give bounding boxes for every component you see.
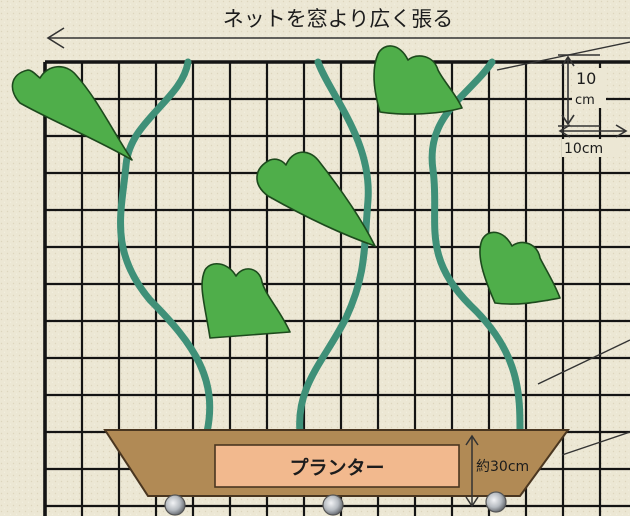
planter-label-box — [214, 444, 460, 488]
vine-center — [296, 58, 372, 436]
planter-height-dimension — [465, 434, 479, 508]
planter-label: プランター — [289, 456, 384, 479]
cell-height-unit: cm — [575, 93, 595, 108]
net-width-arrow — [46, 27, 630, 49]
cell-width-label: 10cm — [564, 141, 603, 157]
bolt-icon — [164, 494, 186, 516]
bolt-icon — [485, 491, 507, 513]
cell-height-dimension — [558, 54, 600, 127]
leaves — [11, 45, 561, 339]
leaf-icon — [479, 231, 561, 305]
leader-lines — [496, 41, 630, 456]
leaf-icon — [373, 45, 463, 115]
title-label: ネットを窓より広く張る — [223, 7, 454, 31]
planter-height-label: 約30cm — [476, 459, 529, 475]
leaf-icon — [201, 263, 291, 339]
leaf-icon — [256, 151, 376, 247]
leaf-icon — [11, 65, 133, 161]
vine-left — [117, 58, 214, 436]
cell-width-dimension — [558, 124, 628, 138]
hardware — [164, 491, 507, 516]
cell-height-label-bg — [572, 68, 606, 108]
bolt-icon — [322, 494, 344, 516]
cell-height-value: 10 — [576, 69, 596, 88]
planter: プランター — [103, 429, 570, 497]
cell-width-label-bg — [562, 139, 622, 157]
